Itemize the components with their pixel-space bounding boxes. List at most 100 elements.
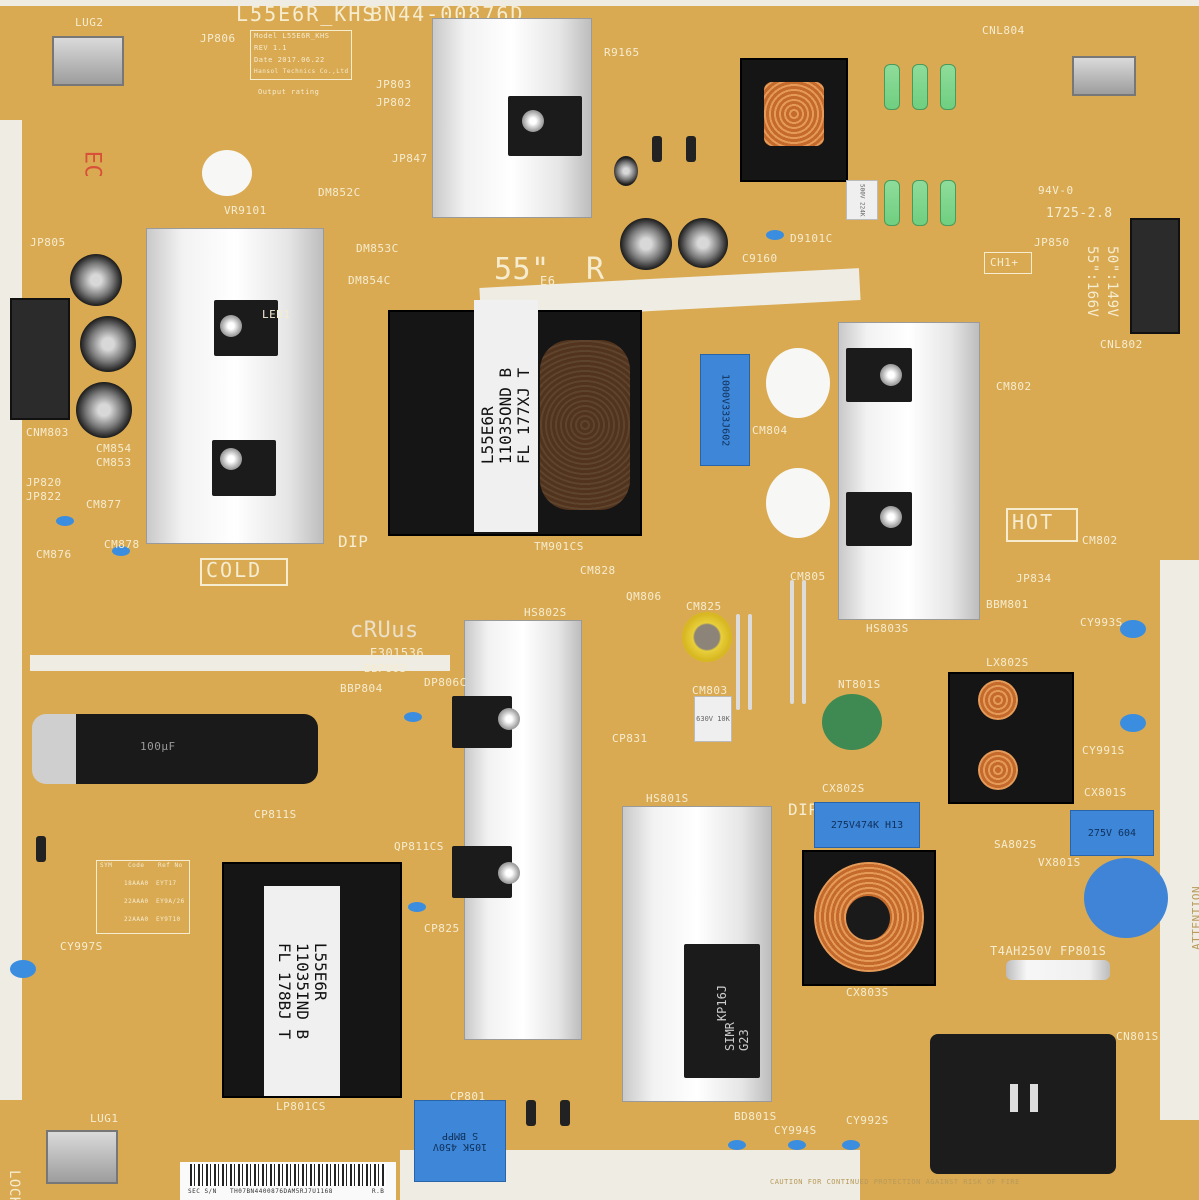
label-jp802: JP802	[376, 96, 412, 109]
lug1-clip	[46, 1130, 118, 1184]
label-hs801s: HS801S	[646, 792, 689, 805]
board-edge-top	[0, 0, 1199, 6]
y-capacitor	[728, 1140, 746, 1150]
resistor-green	[884, 64, 900, 110]
label-c9160: C9160	[742, 252, 778, 265]
label-cp831: CP831	[612, 732, 648, 745]
label-cnl802: CNL802	[1100, 338, 1143, 351]
barcode	[190, 1164, 386, 1186]
ul-number: E301536	[370, 646, 425, 660]
cp801-line1: 105K 450V	[432, 1141, 488, 1152]
label-tm901cs: TM901CS	[534, 540, 584, 553]
screw-icon	[220, 448, 242, 470]
cp801-line2: S BMPP	[441, 1130, 479, 1141]
info-rev: REV 1.1	[254, 44, 288, 52]
screw-icon	[220, 315, 242, 337]
film-cap-white-top: 500V 224K	[846, 180, 878, 220]
ch-plus-box	[984, 252, 1032, 274]
barcode-serial: TH07BN4400876DAM5RJ7U1168	[230, 1188, 333, 1195]
label-qp811cs: QP811CS	[394, 840, 444, 853]
mosfet-right-1	[846, 348, 912, 402]
fuse-rating: T4AH250V	[990, 944, 1052, 958]
label-jp806: JP806	[200, 32, 236, 45]
label-cm877: CM877	[86, 498, 122, 511]
copper-coil	[978, 750, 1018, 790]
label-cn801s: CN801S	[1116, 1030, 1159, 1043]
electrolytic-cap	[620, 218, 672, 270]
label-qm806: QM806	[626, 590, 662, 603]
mosfet-right-2	[846, 492, 912, 546]
copper-winding	[764, 82, 824, 146]
hot-label: HOT	[1012, 510, 1055, 534]
screw-icon	[880, 364, 902, 386]
mark-table-cell: 22AAA0	[124, 898, 149, 905]
electrolytic-cap	[76, 382, 132, 438]
y-capacitor	[408, 902, 426, 912]
label-cp825: CP825	[424, 922, 460, 935]
screw-icon	[498, 708, 520, 730]
label-cp811s: CP811S	[254, 808, 297, 821]
main-transformer-label: L55E6R 11035OND B FL 177XJ T	[474, 300, 538, 532]
mark-table-cell: 18AAA0	[124, 880, 149, 887]
dip-right-label: DIP	[788, 800, 819, 819]
y-capacitor	[56, 516, 74, 526]
jumper-wire	[790, 580, 794, 704]
fuse-ref: FP801S	[1060, 944, 1107, 958]
label-bbm801: BBM801	[986, 598, 1029, 611]
x-cap-cx802s: 275V474K H13	[814, 802, 920, 848]
toroid-core	[846, 896, 890, 940]
resistor-green	[940, 180, 956, 226]
resistor-green	[912, 180, 928, 226]
resistor-green	[884, 180, 900, 226]
label-hs803s: HS803S	[866, 622, 909, 635]
mark-table-cell: 22AAA0	[124, 916, 149, 923]
xfmr-line: L55E6R	[311, 942, 331, 1001]
electrolytic-cap	[614, 156, 638, 186]
label-cx801s: CX801S	[1084, 786, 1127, 799]
connector-cnl802	[1130, 218, 1180, 334]
voltage-50: 50":149V	[1104, 246, 1120, 318]
diode	[36, 836, 46, 862]
ntc-thermistor	[822, 694, 882, 750]
lug2-clip	[52, 36, 124, 86]
diode	[526, 1100, 536, 1126]
varistor-vx801s	[1084, 858, 1168, 938]
label-cm824: CM802	[996, 380, 1032, 393]
ac-inlet-pin	[1010, 1084, 1018, 1112]
mosfet-left-2	[212, 440, 276, 496]
film-cap-white-small: 630V 10K	[694, 696, 732, 742]
electrolytic-cap	[678, 218, 728, 268]
screw-icon	[498, 862, 520, 884]
silicone-blob	[766, 468, 830, 538]
label-cm804: CM804	[752, 424, 788, 437]
mark-table	[96, 860, 190, 934]
ul-mark: cRUus	[350, 618, 419, 643]
label-dm853c: DM853C	[356, 242, 399, 255]
xfmr-line: 11035IND B	[293, 942, 313, 1040]
label-cy994s: CY994S	[774, 1124, 817, 1137]
ch-plus-label: CH1+	[990, 256, 1019, 269]
label-cnm803: CNM803	[26, 426, 69, 439]
label-cm825: CM825	[686, 600, 722, 613]
x-cap-cx801s: 275V 604	[1070, 810, 1154, 856]
bridge-line2: SIMR G23	[723, 1022, 751, 1051]
diode	[686, 136, 696, 162]
screw-icon	[880, 506, 902, 528]
label-cm853: CM853	[96, 456, 132, 469]
y-capacitor	[1120, 620, 1146, 638]
info-model: Model L55E6R_KHS	[254, 32, 330, 40]
white-isolation-left	[0, 120, 22, 1100]
silicone-blob	[202, 150, 252, 196]
label-jp822: JP822	[26, 490, 62, 503]
label-lp801cs: LP801CS	[276, 1100, 326, 1113]
diode	[652, 136, 662, 162]
bulk-capacitor	[32, 714, 318, 784]
ac-inlet	[930, 1034, 1116, 1174]
label-cnl804: CNL804	[982, 24, 1025, 37]
jumper-wire	[736, 614, 740, 710]
lug1-label: LUG1	[90, 1112, 119, 1125]
fuse	[1006, 960, 1110, 980]
label-dp806c: DP806C	[424, 676, 467, 689]
mark-table-h1: SYM	[100, 862, 113, 869]
heatsink-left	[146, 228, 324, 544]
